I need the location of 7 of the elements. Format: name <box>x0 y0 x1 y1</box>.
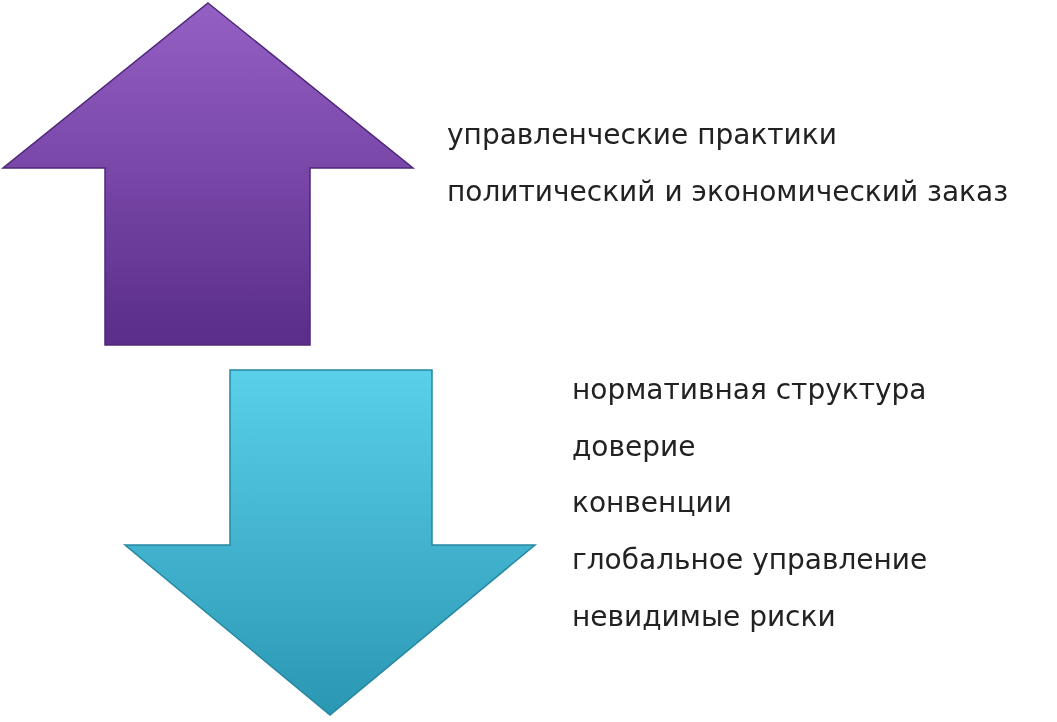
list-item-text: глобальное управление <box>572 543 928 577</box>
list-item-text: управленческие практики <box>447 118 837 152</box>
list-item-text: невидимые риски <box>572 600 836 634</box>
list-item-text: конвенции <box>572 486 732 520</box>
list-item-text: политический и экономический заказ <box>447 175 1009 209</box>
list-item-text: доверие <box>572 430 696 464</box>
list-item-text: нормативная структура <box>572 373 927 407</box>
